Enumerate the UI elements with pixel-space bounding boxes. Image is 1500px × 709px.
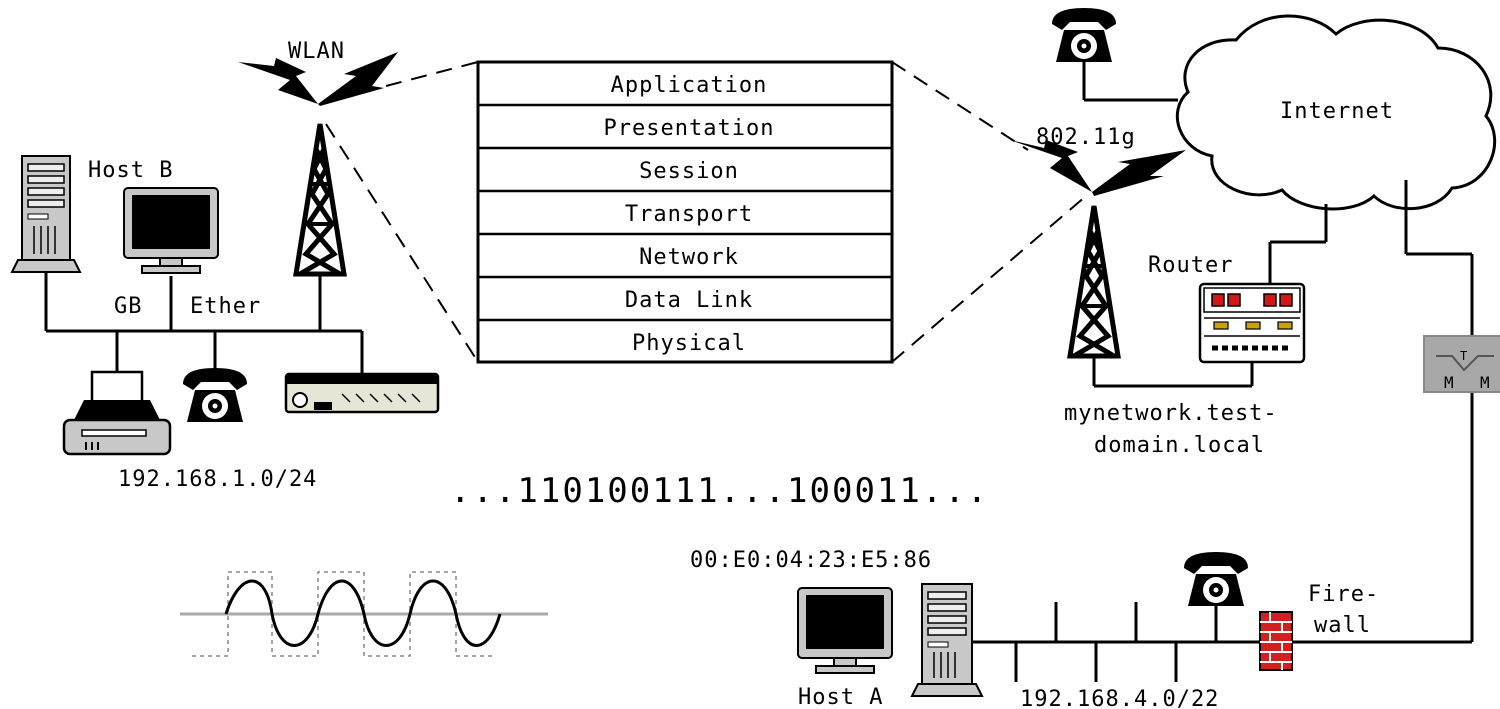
osi-layer-data-link: Data Link [625, 288, 753, 313]
domain-label-line1: mynetwork.test- [1064, 401, 1278, 426]
osi-layer-application: Application [611, 73, 768, 98]
monitor-icon [123, 187, 219, 274]
router-label: Router [1148, 253, 1233, 278]
subnet-right-label: 192.168.4.0/22 [1020, 687, 1219, 709]
wlan-label: WLAN [288, 39, 345, 64]
gb-label: GB [114, 294, 143, 319]
mac-label: 00:E0:04:23:E5:86 [690, 548, 932, 573]
osi-layer-transport: Transport [625, 202, 753, 227]
lightning-icon [1092, 150, 1186, 196]
lightning-icon [318, 52, 398, 106]
server-icon [910, 583, 984, 697]
modem-letter-left: M [1444, 373, 1454, 392]
osi-layer-presentation: Presentation [604, 116, 775, 141]
firewall-label-line2: wall [1314, 613, 1371, 638]
modem-letter-right: M [1480, 373, 1490, 392]
firewall-label-line1: Fire- [1308, 582, 1379, 607]
telephone-icon [1052, 8, 1116, 62]
host-b-label: Host B [88, 158, 173, 183]
switch-icon [284, 372, 440, 414]
ether-label: Ether [190, 294, 261, 319]
monitor-icon [797, 587, 893, 674]
internet-label: Internet [1280, 99, 1394, 124]
telephone-icon [1184, 552, 1248, 606]
ieee-label: 802.11g [1036, 125, 1136, 150]
tower-icon [296, 124, 344, 274]
lightning-icon [238, 58, 318, 104]
domain-label-line2: domain.local [1094, 433, 1265, 458]
printer-icon [62, 370, 172, 456]
osi-layer-session: Session [639, 159, 739, 184]
telephone-icon [183, 368, 247, 422]
tower-icon [1070, 206, 1118, 356]
osi-stack: Application Presentation Session Transpo… [476, 60, 894, 364]
subnet-left-label: 192.168.1.0/24 [118, 467, 317, 492]
lightning-icon [1010, 140, 1092, 192]
firewall-icon [1259, 611, 1293, 671]
bitstream-label: ...110100111...100011... [450, 471, 989, 511]
cloud-icon [1175, 14, 1497, 211]
router-icon [1198, 282, 1306, 364]
signal-wave-icon [180, 571, 548, 657]
modem-letter-top: T [1460, 349, 1467, 363]
left-lan: WLAN Host B GB Ether 192.168.1.0/24 [10, 39, 440, 492]
osi-layer-network: Network [639, 245, 739, 270]
server-icon [10, 155, 82, 273]
host-a-label: Host A [798, 685, 883, 709]
modem-icon: M M T [1423, 335, 1500, 393]
osi-layer-physical: Physical [632, 331, 746, 356]
